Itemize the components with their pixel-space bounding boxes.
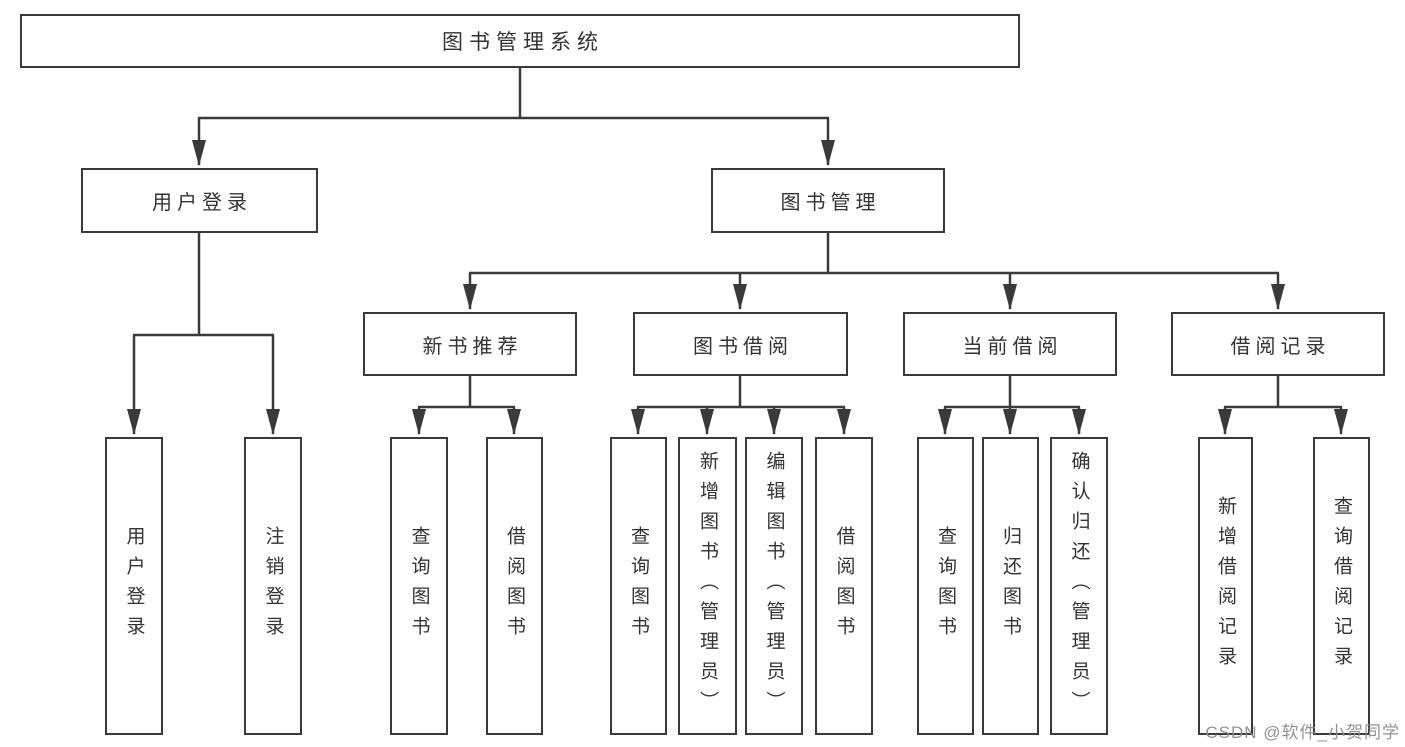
node-label: 注销登录 [262, 526, 284, 646]
node-label: 查询图书 [628, 526, 649, 646]
node-label: 确认归还（管理员） [1068, 451, 1090, 721]
node-label: 借阅图书 [833, 526, 855, 646]
leaf-borrow-books: 借阅图书 [815, 437, 873, 735]
leaf-user-login: 用户登录 [105, 437, 163, 735]
node-label: 新增借阅记录 [1215, 496, 1236, 676]
leaf-confirm-return-admin: 确认归还（管理员） [1050, 437, 1108, 735]
node-label: 新书推荐 [422, 335, 523, 358]
node-label: 用户登录 [123, 526, 145, 646]
leaf-query-books-current: 查询图书 [917, 437, 974, 735]
node-book-borrowing: 图书借阅 [633, 312, 848, 376]
node-label: 查询借阅记录 [1331, 496, 1352, 676]
node-user-login: 用户登录 [81, 168, 318, 233]
node-label: 新增图书（管理员） [697, 451, 718, 721]
node-label: 借阅图书 [504, 526, 525, 646]
node-book-management: 图书管理 [711, 168, 945, 233]
node-label: 图书管理 [780, 192, 881, 214]
leaf-logout: 注销登录 [244, 437, 302, 735]
node-label: 图书借阅 [693, 335, 793, 358]
node-label: 查询图书 [935, 526, 956, 646]
node-label: 归还图书 [1000, 526, 1021, 646]
node-label: 编辑图书（管理员） [763, 451, 785, 721]
node-label: 图书管理系统 [442, 31, 604, 54]
node-label: 当前借阅 [962, 335, 1063, 358]
node-label: 借阅记录 [1230, 335, 1331, 358]
node-current-borrowing: 当前借阅 [903, 312, 1117, 376]
node-label: 用户登录 [152, 192, 252, 214]
leaf-add-borrow-record: 新增借阅记录 [1198, 437, 1253, 735]
leaf-return-books: 归还图书 [982, 437, 1039, 735]
leaf-query-borrow-record: 查询借阅记录 [1313, 437, 1370, 735]
node-label: 查询图书 [408, 526, 430, 646]
leaf-add-books-admin: 新增图书（管理员） [678, 437, 737, 735]
leaf-edit-books-admin: 编辑图书（管理员） [745, 437, 803, 735]
node-borrowing-records: 借阅记录 [1171, 312, 1385, 376]
node-new-book-recommendation: 新书推荐 [363, 312, 577, 376]
leaf-query-books-recommend: 查询图书 [390, 437, 448, 735]
node-library-management-system: 图书管理系统 [20, 14, 1020, 68]
leaf-borrow-books-recommend: 借阅图书 [486, 437, 543, 735]
leaf-query-books-borrow: 查询图书 [610, 437, 667, 735]
csdn-watermark: CSDN @软件_小贺同学 [1205, 723, 1400, 742]
